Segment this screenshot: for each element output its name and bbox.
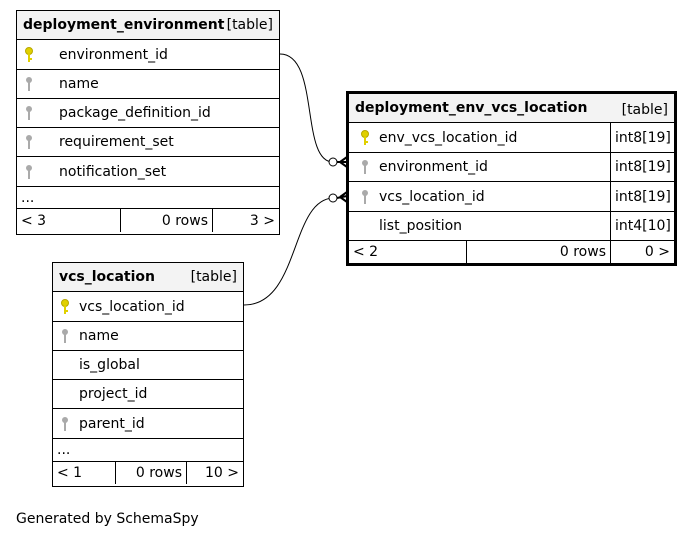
relationship-line-environment bbox=[279, 53, 334, 163]
column-type: int8[19] bbox=[610, 182, 674, 211]
primary-key-icon bbox=[59, 298, 75, 316]
table-footer: < 3 0 rows 3 > bbox=[17, 209, 279, 232]
row-count: 0 rows bbox=[116, 462, 187, 484]
column-row[interactable]: env_vcs_location_id int8[19] bbox=[349, 123, 674, 153]
column-name: name bbox=[59, 76, 99, 92]
index-key-icon bbox=[23, 75, 39, 93]
column-name: vcs_location_id bbox=[379, 188, 485, 205]
more-columns-ellipsis: ... bbox=[17, 187, 279, 209]
table-deployment-environment[interactable]: deployment_environment [table] environme… bbox=[16, 10, 280, 235]
column-row[interactable]: name bbox=[17, 70, 279, 99]
column-row[interactable]: name bbox=[53, 322, 243, 351]
index-key-icon bbox=[359, 158, 375, 176]
column-row[interactable]: requirement_set bbox=[17, 128, 279, 157]
column-row[interactable]: notification_set bbox=[17, 157, 279, 187]
column-name: name bbox=[79, 328, 119, 344]
relationship-many-marker bbox=[337, 156, 348, 168]
column-name: parent_id bbox=[79, 415, 145, 432]
column-type: int4[10] bbox=[610, 212, 674, 240]
relationship-line-vcs-location bbox=[243, 197, 334, 306]
column-name: environment_id bbox=[59, 46, 168, 63]
row-count: 0 rows bbox=[121, 209, 213, 232]
column-row[interactable]: project_id bbox=[53, 380, 243, 409]
table-vcs-location[interactable]: vcs_location [table] vcs_location_id nam… bbox=[52, 262, 244, 487]
column-type: int8[19] bbox=[610, 153, 674, 181]
index-key-icon bbox=[359, 188, 375, 206]
table-name: deployment_environment bbox=[23, 17, 225, 33]
relationship-optional-marker bbox=[328, 193, 338, 203]
children-count[interactable]: 3 > bbox=[249, 212, 275, 229]
row-count: 0 rows bbox=[467, 241, 611, 263]
children-count[interactable]: 0 > bbox=[644, 244, 670, 260]
column-type: int8[19] bbox=[610, 123, 674, 152]
primary-key-icon bbox=[359, 129, 375, 147]
parents-count[interactable]: < 2 bbox=[349, 241, 467, 263]
relationship-optional-marker bbox=[328, 157, 338, 167]
more-columns-ellipsis: ... bbox=[53, 439, 243, 462]
column-row[interactable]: vcs_location_id int8[19] bbox=[349, 182, 674, 212]
column-row[interactable]: vcs_location_id bbox=[53, 292, 243, 322]
index-key-icon bbox=[59, 415, 75, 433]
table-footer: < 1 0 rows 10 > bbox=[53, 462, 243, 484]
index-key-icon bbox=[23, 104, 39, 122]
generated-by-footer: Generated by SchemaSpy bbox=[16, 511, 199, 527]
table-header: deployment_env_vcs_location [table] bbox=[349, 94, 674, 123]
primary-key-icon bbox=[23, 46, 39, 64]
column-name: is_global bbox=[79, 357, 140, 373]
table-name: deployment_env_vcs_location bbox=[355, 100, 588, 116]
relationship-many-marker bbox=[336, 191, 348, 203]
column-row[interactable]: package_definition_id bbox=[17, 99, 279, 128]
parents-count[interactable]: < 3 bbox=[17, 209, 121, 232]
children-count[interactable]: 10 > bbox=[205, 465, 239, 481]
column-name: vcs_location_id bbox=[79, 298, 185, 315]
index-key-icon bbox=[59, 327, 75, 345]
table-kind: [table] bbox=[226, 17, 273, 33]
column-row[interactable]: list_position int4[10] bbox=[349, 212, 674, 241]
column-row[interactable]: is_global bbox=[53, 351, 243, 380]
table-kind: [table] bbox=[621, 102, 668, 118]
column-name: project_id bbox=[79, 386, 148, 402]
index-key-icon bbox=[23, 133, 39, 151]
column-name: notification_set bbox=[59, 163, 167, 180]
column-row[interactable]: environment_id bbox=[17, 40, 279, 70]
column-name: env_vcs_location_id bbox=[379, 129, 518, 146]
table-header: deployment_environment [table] bbox=[17, 11, 279, 40]
table-name: vcs_location bbox=[59, 269, 155, 285]
table-footer: < 2 0 rows 0 > bbox=[349, 241, 674, 263]
parents-count[interactable]: < 1 bbox=[53, 462, 116, 484]
table-header: vcs_location [table] bbox=[53, 263, 243, 292]
table-deployment-env-vcs-location[interactable]: deployment_env_vcs_location [table] env_… bbox=[346, 91, 677, 266]
column-name: package_definition_id bbox=[59, 105, 211, 121]
column-name: list_position bbox=[379, 218, 463, 234]
column-row[interactable]: environment_id int8[19] bbox=[349, 153, 674, 182]
index-key-icon bbox=[23, 163, 39, 181]
table-kind: [table] bbox=[190, 269, 237, 285]
column-row[interactable]: parent_id bbox=[53, 409, 243, 439]
column-name: requirement_set bbox=[59, 134, 174, 150]
column-name: environment_id bbox=[379, 159, 488, 175]
